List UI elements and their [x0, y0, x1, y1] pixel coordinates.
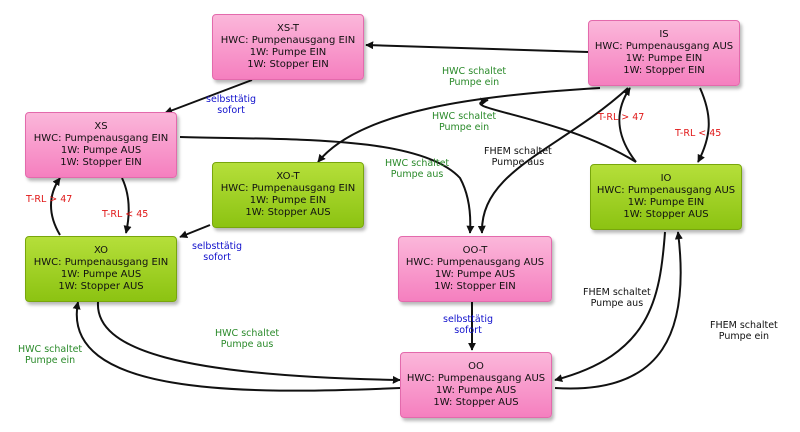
- state-hwc: HWC: Pumpenausgang AUS: [596, 185, 736, 196]
- arrow-is-to-oo-t: [477, 87, 629, 234]
- label-line: Pumpe ein: [24, 355, 76, 366]
- label-fhem-pumpe-aus-right: FHEM schaltet Pumpe aus: [583, 287, 651, 309]
- label-line: Pumpe ein: [718, 331, 770, 342]
- arrow-is-to-io: [697, 87, 710, 163]
- state-hwc: HWC: Pumpenausgang AUS: [406, 373, 546, 384]
- state-pump: 1W: Pumpe EIN: [625, 53, 703, 64]
- arrow-xo-t-to-xo: [179, 224, 211, 239]
- label-line: Pumpe ein: [448, 77, 500, 88]
- label-hwc-pumpe-aus-bottom: HWC schaltet Pumpe aus: [215, 328, 279, 350]
- arrow-oo-to-xo: [72, 301, 401, 392]
- label-trl-gt47-right: T-RL > 47: [598, 112, 645, 123]
- state-hwc: HWC: Pumpenausgang EIN: [220, 35, 356, 46]
- label-line: Pumpe aus: [390, 169, 444, 180]
- label-trl-gt47-left: T-RL > 47: [26, 194, 73, 205]
- arrow-is-to-xs-t: [365, 41, 589, 53]
- label-hwc-pumpe-aus-mid: HWC schaltet Pumpe aus: [385, 158, 449, 180]
- arrow-io-to-xs: [479, 97, 637, 163]
- state-xs-t: XS-T HWC: Pumpenausgang EIN 1W: Pumpe EI…: [212, 14, 364, 80]
- state-name: XO: [93, 245, 109, 256]
- label-line: selbsttätig: [192, 241, 243, 252]
- state-oo-t: OO-T HWC: Pumpenausgang AUS 1W: Pumpe AU…: [398, 236, 552, 302]
- state-hwc: HWC: Pumpenausgang EIN: [33, 257, 169, 268]
- label-line: FHEM schaltet: [484, 146, 552, 157]
- label-line: selbsttätig: [443, 314, 494, 325]
- label-line: sofort: [217, 105, 245, 116]
- state-stopper: 1W: Stopper AUS: [245, 207, 331, 218]
- state-xo: XO HWC: Pumpenausgang EIN 1W: Pumpe AUS …: [25, 236, 177, 302]
- arrow-xs-to-oo-t: [179, 136, 475, 234]
- label-line: sofort: [454, 325, 482, 336]
- arrow-xo-to-oo: [96, 301, 401, 384]
- state-name: OO: [468, 361, 484, 372]
- label-trl-lt45-left: T-RL < 45: [102, 209, 149, 220]
- state-pump: 1W: Pumpe EIN: [627, 197, 705, 208]
- state-hwc: HWC: Pumpenausgang EIN: [33, 133, 169, 144]
- label-hwc-pumpe-ein-left: HWC schaltet Pumpe ein: [18, 344, 82, 366]
- state-pump: 1W: Pumpe AUS: [435, 385, 517, 396]
- state-xo-t: XO-T HWC: Pumpenausgang EIN 1W: Pumpe EI…: [212, 162, 364, 228]
- state-stopper: 1W: Stopper EIN: [60, 157, 142, 168]
- label-trl-lt45-right: T-RL < 45: [675, 128, 722, 139]
- label-line: Pumpe aus: [590, 298, 644, 309]
- label-selbsttaetig-xs: selbsttätig sofort: [206, 94, 256, 116]
- state-pump: 1W: Pumpe EIN: [249, 195, 327, 206]
- state-name: IO: [660, 173, 672, 184]
- state-stopper: 1W: Stopper AUS: [623, 209, 709, 220]
- label-line: HWC schaltet: [18, 344, 83, 355]
- state-stopper: 1W: Stopper EIN: [623, 65, 705, 76]
- state-hwc: HWC: Pumpenausgang EIN: [220, 183, 356, 194]
- arrow-is-to-xo-t: [317, 87, 601, 163]
- label-line: Pumpe ein: [438, 122, 490, 133]
- label-fhem-pumpe-ein-right: FHEM schaltet Pumpe ein: [710, 320, 778, 342]
- state-hwc: HWC: Pumpenausgang AUS: [594, 41, 734, 52]
- arrow-io-to-oo: [554, 231, 666, 383]
- state-xs: XS HWC: Pumpenausgang EIN 1W: Pumpe AUS …: [25, 112, 177, 178]
- label-selbsttaetig-xo: selbsttätig sofort: [192, 241, 242, 263]
- label-line: selbsttätig: [206, 94, 257, 105]
- state-pump: 1W: Pumpe AUS: [60, 269, 142, 280]
- state-stopper: 1W: Stopper EIN: [247, 59, 329, 70]
- label-line: HWC schaltet: [385, 158, 450, 169]
- state-pump: 1W: Pumpe AUS: [60, 145, 142, 156]
- state-name: OO-T: [462, 245, 488, 256]
- label-line: FHEM schaltet: [710, 320, 778, 331]
- label-line: HWC schaltet: [432, 111, 497, 122]
- label-hwc-pumpe-ein-top: HWC schaltet Pumpe ein: [442, 66, 506, 88]
- state-name: XO-T: [276, 171, 300, 182]
- label-line: Pumpe aus: [220, 339, 274, 350]
- label-fhem-pumpe-aus-top: FHEM schaltet Pumpe aus: [484, 146, 552, 168]
- arrow-xs-t-to-xs: [164, 79, 253, 115]
- arrow-xo-to-xs: [50, 177, 61, 236]
- state-pump: 1W: Pumpe AUS: [434, 269, 516, 280]
- arrow-io-to-is: [618, 87, 637, 163]
- state-pump: 1W: Pumpe EIN: [249, 47, 327, 58]
- arrow-oo-to-io: [554, 231, 683, 390]
- arrow-xs-to-xo: [121, 177, 132, 234]
- state-is: IS HWC: Pumpenausgang AUS 1W: Pumpe EIN …: [588, 20, 740, 86]
- label-line: Pumpe aus: [491, 157, 545, 168]
- label-line: FHEM schaltet: [583, 287, 651, 298]
- state-name: XS-T: [277, 23, 299, 34]
- label-selbsttaetig-oo: selbsttätig sofort: [443, 314, 493, 336]
- label-line: HWC schaltet: [215, 328, 280, 339]
- state-oo: OO HWC: Pumpenausgang AUS 1W: Pumpe AUS …: [400, 352, 552, 418]
- state-name: IS: [659, 29, 669, 40]
- state-io: IO HWC: Pumpenausgang AUS 1W: Pumpe EIN …: [590, 164, 742, 230]
- state-hwc: HWC: Pumpenausgang AUS: [405, 257, 545, 268]
- state-stopper: 1W: Stopper AUS: [58, 281, 144, 292]
- label-hwc-pumpe-ein-mid: HWC schaltet Pumpe ein: [432, 111, 496, 133]
- state-stopper: 1W: Stopper EIN: [434, 281, 516, 292]
- label-line: sofort: [203, 252, 231, 263]
- label-line: HWC schaltet: [442, 66, 507, 77]
- state-name: XS: [94, 121, 108, 132]
- state-stopper: 1W: Stopper AUS: [433, 397, 519, 408]
